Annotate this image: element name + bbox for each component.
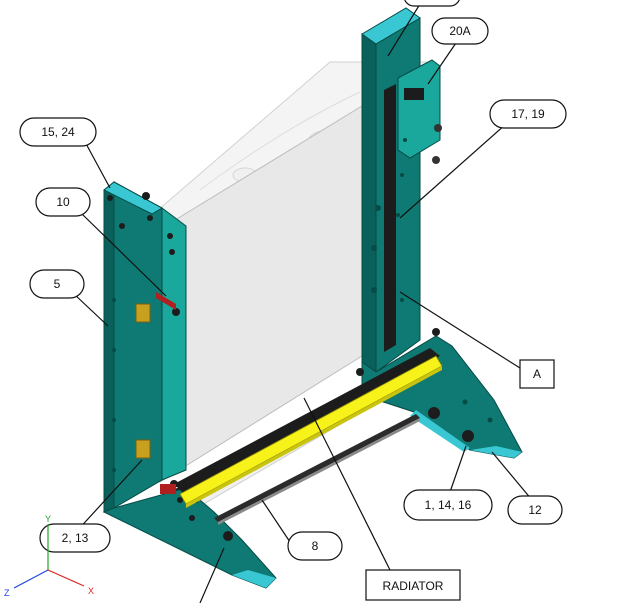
callout-15-24: 15, 24	[19, 117, 97, 147]
callout-a: A	[519, 359, 555, 389]
svg-text:2, 13: 2, 13	[62, 531, 89, 545]
callout-20a: 20A	[431, 17, 489, 45]
axis-x-label: X	[88, 586, 94, 596]
svg-text:12: 12	[528, 503, 542, 517]
svg-text:RADIATOR: RADIATOR	[383, 579, 444, 593]
svg-text:20A: 20A	[449, 24, 470, 38]
callout-8: 8	[287, 531, 343, 561]
lower-cross-bar	[160, 348, 443, 508]
callout-radiator: RADIATOR	[365, 569, 461, 601]
svg-text:A: A	[533, 367, 541, 381]
svg-text:17, 19: 17, 19	[511, 107, 545, 121]
callout-17-19: 17, 19	[489, 99, 567, 129]
callout-partial-top	[404, 0, 460, 7]
svg-text:15, 24: 15, 24	[41, 125, 75, 139]
callout-12: 12	[507, 495, 563, 525]
lower-rail-8	[214, 414, 420, 525]
callout-2-13: 2, 13	[39, 523, 111, 553]
leader-lines	[73, 3, 533, 603]
svg-text:10: 10	[56, 195, 70, 209]
callout-5: 5	[29, 269, 85, 299]
svg-text:5: 5	[54, 277, 61, 291]
right-frame-member	[356, 7, 523, 459]
svg-text:8: 8	[312, 539, 319, 553]
axis-triad: Y X Z	[4, 514, 94, 598]
callout-10: 10	[35, 187, 91, 217]
axis-y-label: Y	[45, 514, 51, 524]
left-frame-member	[102, 180, 277, 589]
callout-1-14-16: 1, 14, 16	[403, 489, 493, 521]
svg-text:1, 14, 16: 1, 14, 16	[425, 498, 472, 512]
axis-z-label: Z	[4, 588, 10, 598]
